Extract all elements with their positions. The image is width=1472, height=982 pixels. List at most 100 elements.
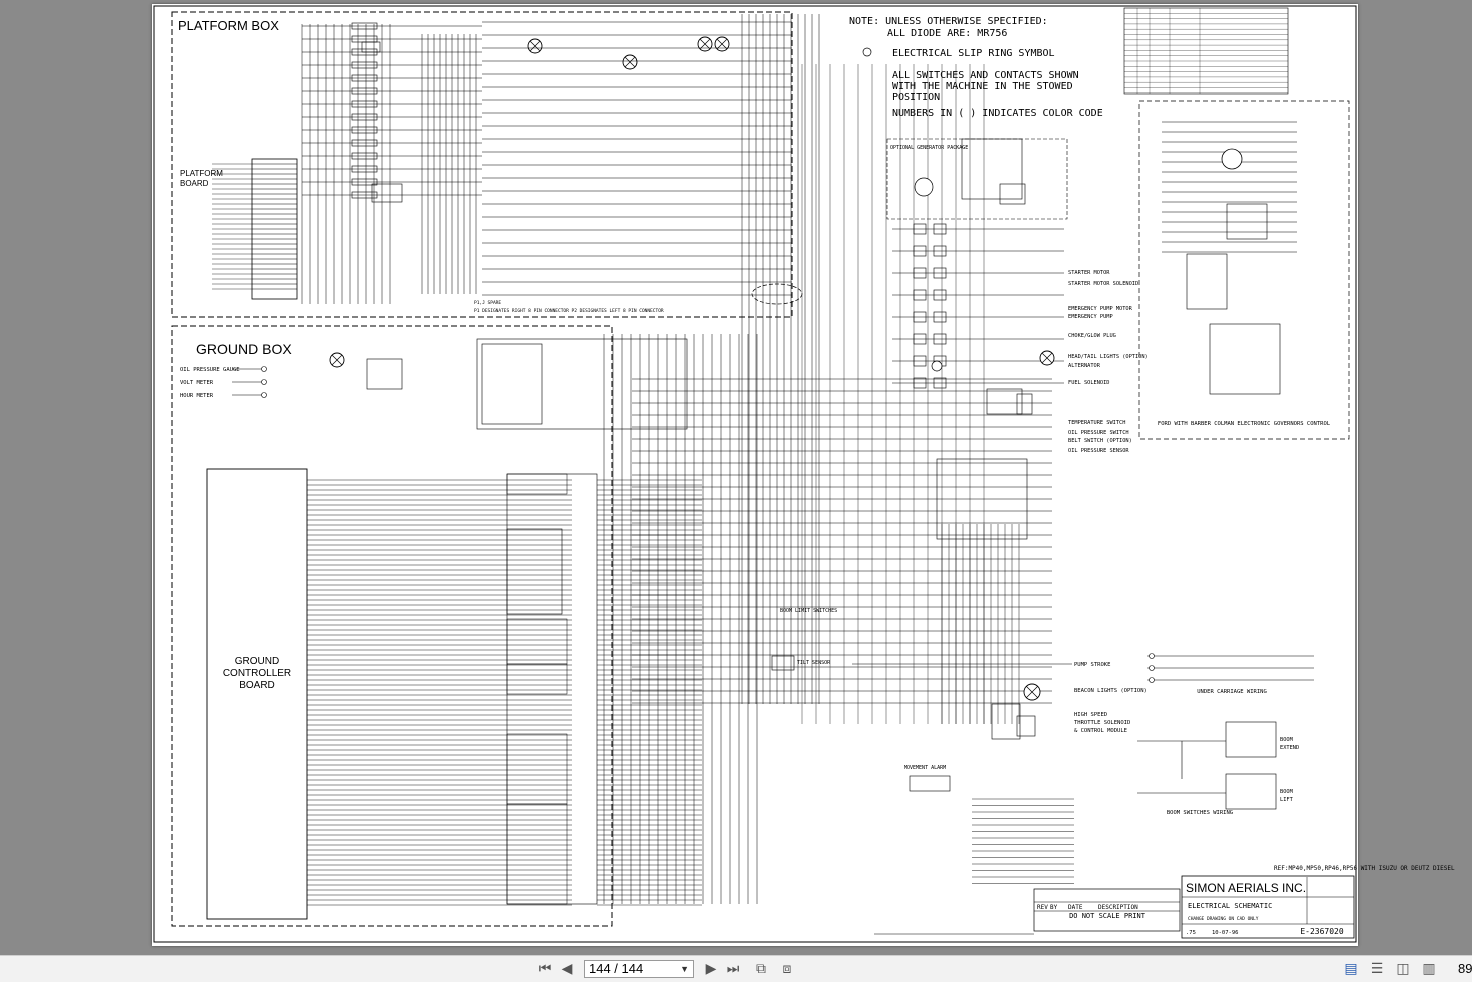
emergency-stop-box bbox=[936, 458, 1028, 540]
lamp-cross bbox=[716, 38, 728, 50]
lamp-cross bbox=[529, 40, 541, 52]
ground-box-outline bbox=[171, 325, 613, 927]
ground-controller-board-label: CONTROLLER bbox=[223, 668, 291, 679]
drawing-title: ELECTRICAL SCHEMATIC bbox=[1188, 902, 1272, 910]
scale-value: .75 bbox=[1186, 930, 1196, 936]
switch-icon bbox=[351, 165, 378, 173]
switch-icon bbox=[351, 139, 378, 147]
first-page-icon[interactable]: ⏮ bbox=[538, 961, 552, 977]
reset-button-icon bbox=[361, 41, 381, 53]
generator-icon bbox=[914, 177, 934, 197]
connector-block-icon bbox=[506, 473, 568, 495]
ground-gauge-label: OIL PRESSURE GAUGE bbox=[180, 367, 240, 373]
two-page-continuous-icon[interactable]: ▥ bbox=[1422, 961, 1436, 977]
revision-header: BY bbox=[1050, 904, 1058, 911]
switch-icon bbox=[351, 61, 378, 69]
ground-controller-board-label: GROUND bbox=[235, 656, 279, 667]
page-number-select[interactable]: 144 / 144 ▼ bbox=[584, 960, 694, 978]
switch-icon bbox=[351, 152, 378, 160]
generator-box-icon bbox=[961, 138, 1023, 200]
lamp-cross bbox=[331, 354, 343, 366]
tilt-sensor-icon bbox=[771, 655, 795, 671]
note-line: WITH THE MACHINE IN THE STOWED bbox=[892, 81, 1073, 92]
gauge-icon bbox=[261, 392, 267, 398]
tilt-sensor-label: TILT SENSOR bbox=[797, 660, 831, 666]
parts-table bbox=[1123, 7, 1289, 95]
engine-component-label: EMERGENCY PUMP MOTOR bbox=[1068, 306, 1133, 312]
fit-page-icon[interactable]: ⧉ bbox=[756, 961, 766, 977]
note-line: NUMBERS IN ( ) INDICATES COLOR CODE bbox=[892, 108, 1103, 119]
alternator-icon bbox=[1221, 148, 1243, 170]
under-carriage-label: UNDER CARRIAGE WIRING bbox=[1197, 689, 1267, 695]
pump-stroke-label: PUMP STROKE bbox=[1074, 662, 1110, 668]
boom-extend-switch-icon bbox=[1225, 721, 1277, 758]
lamp-cross bbox=[1041, 352, 1053, 364]
boom-lift-label: LIFT bbox=[1280, 797, 1294, 803]
connector-block-icon bbox=[506, 618, 568, 665]
switch-icon bbox=[351, 74, 378, 82]
connector-block-icon bbox=[506, 803, 568, 905]
slip-ring-symbol-icon bbox=[862, 47, 872, 57]
engine-component-label: ALTERNATOR bbox=[1068, 363, 1101, 369]
note-line: POSITION bbox=[892, 92, 940, 103]
do-not-scale-note: DO NOT SCALE PRINT bbox=[1069, 912, 1146, 920]
ref-note: REF:MP40,MP50,RP46,RP56 WITH ISUZU OR DE… bbox=[1274, 865, 1455, 872]
connector-block-icon bbox=[506, 733, 568, 805]
drawing-number: E-2367020 bbox=[1300, 927, 1344, 936]
engine-component-label: HEAD/TAIL LIGHTS (OPTION) bbox=[1068, 354, 1148, 360]
ford-governor-box bbox=[1138, 100, 1350, 440]
continuous-icon[interactable]: ☰ bbox=[1370, 961, 1384, 977]
joystick-icon bbox=[371, 183, 403, 203]
ground-controller-board-outline bbox=[206, 468, 308, 920]
revision-header: REV bbox=[1037, 904, 1048, 911]
note-line: NOTE: UNLESS OTHERWISE SPECIFIED: bbox=[849, 16, 1048, 27]
lamp-cross bbox=[624, 56, 636, 68]
throttle-solenoid-icon bbox=[991, 703, 1021, 740]
high-speed-label: & CONTROL MODULE bbox=[1074, 728, 1127, 734]
governor-module-icon bbox=[1186, 253, 1228, 310]
engine-component-label: BELT SWITCH (OPTION) bbox=[1068, 438, 1132, 444]
ford-governor-caption: FORD WITH BARBER COLMAN ELECTRONIC GOVER… bbox=[1158, 421, 1331, 427]
movement-alarm-label: MOVEMENT ALARM bbox=[904, 765, 946, 771]
single-page-icon[interactable]: ▤ bbox=[1344, 961, 1358, 977]
boom-switches-label: BOOM SWITCHES WIRING bbox=[1167, 810, 1233, 816]
revision-header: DESCRIPTION bbox=[1098, 904, 1138, 911]
beacon-lights-label: BEACON LIGHTS (OPTION) bbox=[1074, 688, 1147, 694]
drawing-subtitle: CHANGE DRAWING ON CAD ONLY bbox=[1188, 916, 1259, 922]
connector-icon bbox=[1149, 653, 1155, 659]
connector-block-icon bbox=[506, 663, 568, 695]
page-indicator: 144 / 144 bbox=[589, 961, 644, 976]
p2-note: P1 DESIGNATES RIGHT 8 PIN CONNECTOR P2 D… bbox=[474, 308, 664, 314]
two-page-icon[interactable]: ◫ bbox=[1396, 961, 1410, 977]
connector-icon bbox=[1149, 665, 1155, 671]
zoom-level[interactable]: 89 bbox=[1458, 961, 1472, 976]
alternator-icon bbox=[931, 360, 943, 372]
ecu-icon bbox=[1209, 323, 1281, 395]
engine-component-label: STARTER MOTOR bbox=[1068, 270, 1110, 276]
engine-block-icon bbox=[1226, 203, 1268, 240]
connector-icon bbox=[1149, 677, 1155, 683]
revision-header: DATE bbox=[1068, 904, 1083, 911]
slip-ring-icon bbox=[751, 283, 803, 305]
next-page-icon[interactable]: ▶ bbox=[705, 961, 717, 977]
switch-icon bbox=[351, 87, 378, 95]
viewer-toolbar: ⏮ ◀ 144 / 144 ▼ ▶ ⏭ ⧉ ⧈ ▤ ☰ ◫ ▥ 89 bbox=[0, 955, 1472, 982]
ground-gauge-label: VOLT METER bbox=[180, 380, 214, 386]
engine-component-label: STARTER MOTOR SOLENOID bbox=[1068, 281, 1138, 287]
fit-width-icon[interactable]: ⧈ bbox=[782, 961, 792, 977]
engine-component-label: TEMPERATURE SWITCH bbox=[1068, 420, 1125, 426]
switch-icon bbox=[1016, 393, 1033, 415]
prev-page-icon[interactable]: ◀ bbox=[561, 961, 573, 977]
choke-glow-plug-switch-icon bbox=[366, 358, 403, 390]
platform-box-outline bbox=[171, 11, 793, 318]
fuel-solenoid-icon bbox=[986, 388, 1023, 415]
platform-board-label: PLATFORM bbox=[180, 169, 223, 178]
company-name: SIMON AERIALS INC. bbox=[1186, 881, 1306, 895]
ground-controller-board-label: BOARD bbox=[239, 680, 275, 691]
revision-block bbox=[1033, 888, 1181, 932]
drawing-border bbox=[153, 5, 1357, 943]
high-speed-label: THROTTLE SOLENOID bbox=[1074, 720, 1130, 726]
last-page-icon[interactable]: ⏭ bbox=[726, 961, 740, 977]
